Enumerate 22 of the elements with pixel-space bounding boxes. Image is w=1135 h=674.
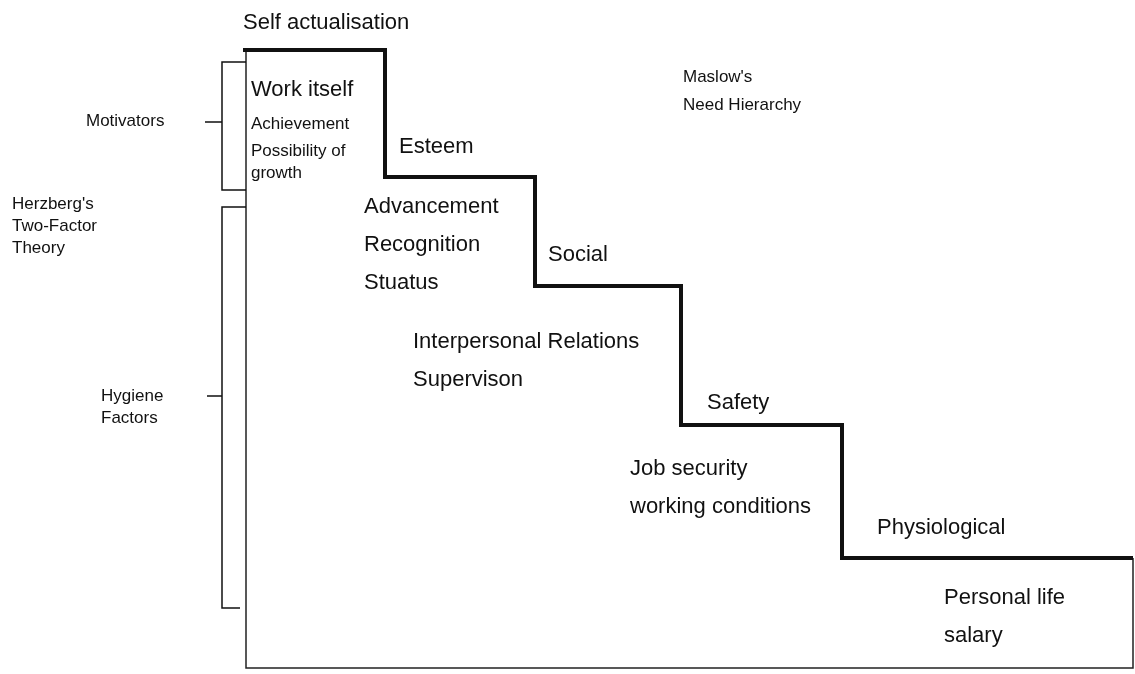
label-text: Supervison	[413, 365, 524, 393]
label-text: Stuatus	[364, 268, 439, 296]
label-text: Need Hierarchy	[683, 94, 802, 116]
label-text: Self actualisation	[243, 8, 410, 36]
label-text: Motivators	[86, 110, 165, 132]
label-text: Maslow's	[683, 66, 753, 88]
label-text: Personal life	[944, 583, 1066, 611]
label-text: Safety	[707, 388, 770, 416]
label-text: Advancement	[364, 192, 499, 220]
label-text: Herzberg's Two-Factor Theory	[12, 193, 99, 260]
label-text: Esteem	[399, 132, 474, 160]
label-text: Job security	[630, 454, 748, 482]
label-text: Work itself	[251, 75, 354, 103]
label-text: Recognition	[364, 230, 481, 258]
label-text: Achievement	[251, 113, 350, 135]
label-text: Interpersonal Relations	[413, 327, 640, 355]
label-text: Possibility of growth	[251, 140, 347, 185]
label-text: salary	[944, 621, 1003, 649]
label-text: working conditions	[630, 492, 811, 520]
label-text: Physiological	[877, 513, 1006, 541]
label-text: Hygiene Factors	[101, 385, 165, 430]
label-text: Social	[548, 240, 608, 268]
